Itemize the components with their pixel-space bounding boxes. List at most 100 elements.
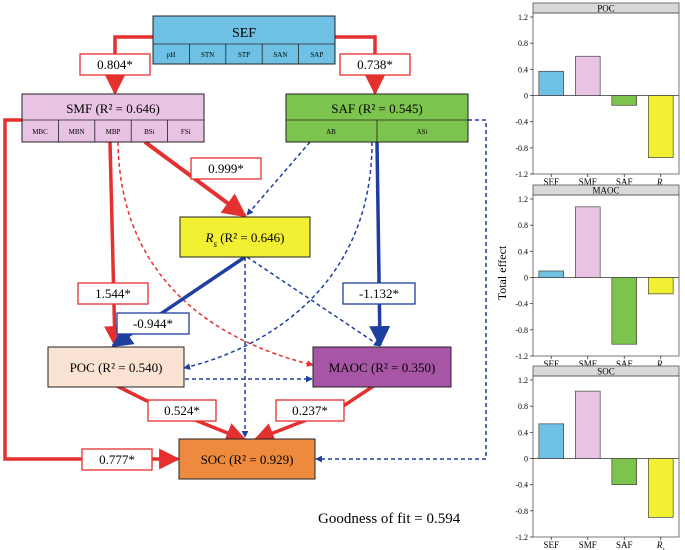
path-maoc-soc <box>253 383 376 443</box>
coef-rs-poc-text: -0.944* <box>133 316 173 331</box>
x-tick-label: SAF <box>616 540 633 550</box>
bar-sef <box>538 270 565 278</box>
bar-rs <box>647 458 674 518</box>
y-tick-label: 0.8 <box>518 402 528 411</box>
y-tick-label: -1.2 <box>515 170 528 179</box>
y-tick-label: 1.2 <box>518 195 528 204</box>
coef-smf-rs: 0.999* <box>190 157 262 180</box>
sef-sub-ph: pH <box>167 51 176 59</box>
coef-sef-smf: 0.804* <box>79 53 151 76</box>
total-effect-panels: POC1.20.80.40-0.4-0.8-1.2SEFSMFSAFRsMAOC… <box>515 2 680 550</box>
coef-smf-soc-text: 0.777* <box>99 452 135 467</box>
x-tick-label: SMF <box>579 177 597 187</box>
y-tick-label: -1.2 <box>515 352 528 361</box>
x-tick-label: SEF <box>543 540 559 550</box>
path-saf-rs <box>246 141 311 216</box>
coef-smf-poc-text: 1.544* <box>95 286 131 301</box>
sef-sub-stp: STP <box>238 51 250 59</box>
panel-frame <box>532 12 680 175</box>
bar-saf <box>611 277 638 345</box>
y-tick-label: 0 <box>524 92 528 101</box>
coef-poc-soc-text: 0.524* <box>164 403 200 418</box>
node-smf-title: SMF (R² = 0.646) <box>66 101 160 116</box>
coef-rs-poc: -0.944* <box>116 312 190 335</box>
x-tick-label: SAF <box>616 177 633 187</box>
x-tick-label: SMF <box>579 540 597 550</box>
x-tick-label: SMF <box>579 359 597 369</box>
node-sef: SEF pH STN STP SAN SAP <box>152 15 336 65</box>
node-saf: SAF (R² = 0.545) AB ASi <box>285 93 469 143</box>
coef-smf-poc: 1.544* <box>77 282 149 305</box>
path-saf-soc <box>315 119 487 463</box>
node-smf: SMF (R² = 0.646) MBC MBN MBP BSi FSi <box>21 93 205 143</box>
node-poc-title: POC (R² = 0.540) <box>70 360 163 375</box>
coef-sef-smf-text: 0.804* <box>97 57 133 72</box>
node-maoc: MAOC (R² = 0.350) <box>312 346 452 388</box>
smf-sub-fsi: FSi <box>181 128 191 136</box>
coef-sef-saf-text: 0.738* <box>357 57 393 72</box>
y-tick-label: 0 <box>524 455 528 464</box>
node-soc-title: SOC (R² = 0.929) <box>201 452 294 467</box>
y-tick-label: 0.4 <box>518 247 528 256</box>
node-saf-title: SAF (R² = 0.545) <box>331 101 422 116</box>
x-tick-label: Rs <box>656 540 666 550</box>
paths <box>3 35 487 470</box>
y-tick-label: -0.8 <box>515 507 528 516</box>
bar-sef <box>538 423 565 459</box>
y-tick-label: -0.4 <box>515 300 528 309</box>
path-poc-soc <box>114 383 247 443</box>
y-tick-label: 0.4 <box>518 65 528 74</box>
bar-smf <box>574 55 601 96</box>
y-tick-label: 0.8 <box>518 39 528 48</box>
node-poc: POC (R² = 0.540) <box>47 346 185 388</box>
coef-saf-maoc: -1.132* <box>342 282 416 305</box>
panel-title: MAOC <box>592 186 619 196</box>
bar-smf <box>574 206 601 278</box>
smf-sub-mbc: MBC <box>32 128 48 136</box>
y-tick-label: -0.8 <box>515 326 528 335</box>
total-effect-ylabel: Total effect <box>495 245 509 300</box>
y-tick-label: 0.8 <box>518 221 528 230</box>
x-tick-label: SAF <box>616 359 633 369</box>
y-tick-label: -0.4 <box>515 118 528 127</box>
goodness-of-fit: Goodness of fit = 0.594 <box>318 511 461 527</box>
bar-sef <box>538 70 565 96</box>
coef-smf-soc: 0.777* <box>81 448 153 471</box>
node-maoc-title: MAOC (R² = 0.350) <box>329 360 436 375</box>
sef-sub-stn: STN <box>201 51 214 59</box>
y-tick-label: 1.2 <box>518 376 528 385</box>
path-smf-poc <box>104 141 126 348</box>
y-tick-label: -0.4 <box>515 481 528 490</box>
bar-rs <box>647 277 674 295</box>
bar-smf <box>574 390 601 459</box>
smf-sub-bsi: BSi <box>144 128 155 136</box>
y-tick-label: 0.4 <box>518 428 528 437</box>
x-tick-label: SEF <box>543 359 559 369</box>
saf-sub-ab: AB <box>326 128 336 136</box>
path-saf-maoc <box>369 141 391 348</box>
node-sef-title: SEF <box>232 26 256 41</box>
bar-saf <box>611 95 638 106</box>
y-tick-label: -1.2 <box>515 533 528 542</box>
node-rs: Rs (R² = 0.646) <box>179 216 311 258</box>
sef-sub-sap: SAP <box>310 51 323 59</box>
bar-saf <box>611 458 638 486</box>
smf-sub-mbp: MBP <box>106 128 121 136</box>
bar-rs <box>647 95 674 158</box>
sef-sub-san: SAN <box>273 51 287 59</box>
panel-frame <box>532 194 680 357</box>
y-tick-label: 0 <box>524 274 528 283</box>
node-soc: SOC (R² = 0.929) <box>178 438 316 480</box>
panel-frame <box>532 375 680 538</box>
smf-sub-mbn: MBN <box>69 128 85 136</box>
coef-sef-saf: 0.738* <box>339 53 411 76</box>
saf-sub-asi: ASi <box>417 128 428 136</box>
path-smf-maoc <box>117 141 314 367</box>
node-rs-title: Rs (R² = 0.646) <box>204 230 284 249</box>
path-rs-maoc <box>246 256 381 347</box>
y-tick-label: -0.8 <box>515 144 528 153</box>
coef-smf-rs-text: 0.999* <box>208 161 244 176</box>
